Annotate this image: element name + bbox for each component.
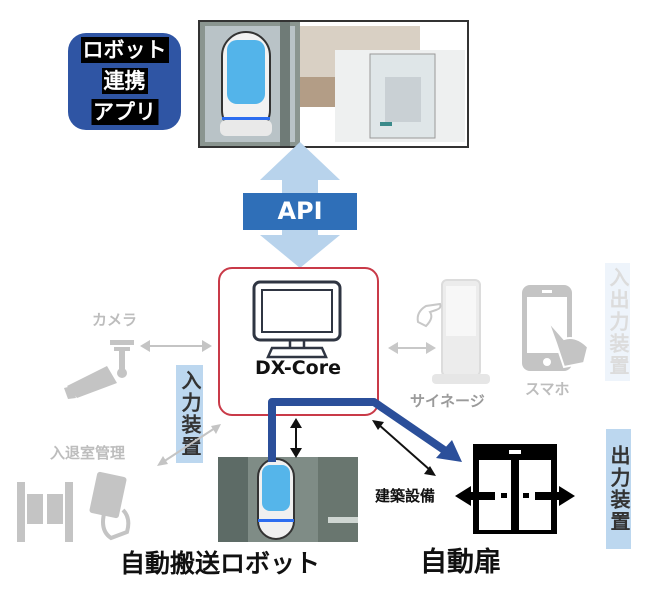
- app-badge-line-3: アプリ: [91, 99, 158, 125]
- smartphone-label: スマホ: [525, 380, 570, 398]
- io-device-label: 入出力装置: [605, 263, 630, 381]
- transport-robot-photo: [218, 457, 358, 542]
- app-badge-line-1: ロボット: [80, 37, 169, 63]
- robot-link-arrow: [290, 418, 302, 458]
- signage-label: サイネージ: [410, 392, 485, 410]
- api-label: API: [243, 193, 357, 230]
- automatic-door-icon: [455, 444, 575, 534]
- access-control-label: 入退室管理: [50, 444, 126, 462]
- robot-elevator-photo: [198, 20, 469, 148]
- monitor-icon: [252, 280, 342, 359]
- dx-core-label: DX-Core: [254, 357, 341, 379]
- app-badge-line-2: 連携: [101, 68, 148, 94]
- building-link-arrow: [372, 420, 436, 476]
- building-equipment-label: 建築設備: [375, 487, 436, 505]
- auto-door-label: 自動扉: [420, 547, 501, 578]
- output-device-label: 出力装置: [606, 429, 631, 549]
- control-flow-path: [268, 398, 462, 462]
- digital-signage-icon: [416, 279, 490, 384]
- camera-label: カメラ: [92, 311, 138, 329]
- signage-link-arrow: [388, 342, 436, 354]
- dx-core-box: [218, 267, 379, 416]
- transport-robot-label: 自動搬送ロボット: [120, 549, 321, 578]
- access-control-link-arrow: [157, 424, 221, 466]
- robot-app-badge: ロボット 連携 アプリ: [68, 33, 181, 130]
- security-camera-icon: [64, 340, 134, 399]
- smartphone-icon: [522, 285, 590, 371]
- camera-link-arrow: [140, 340, 212, 352]
- gate-card-icon: [17, 471, 131, 542]
